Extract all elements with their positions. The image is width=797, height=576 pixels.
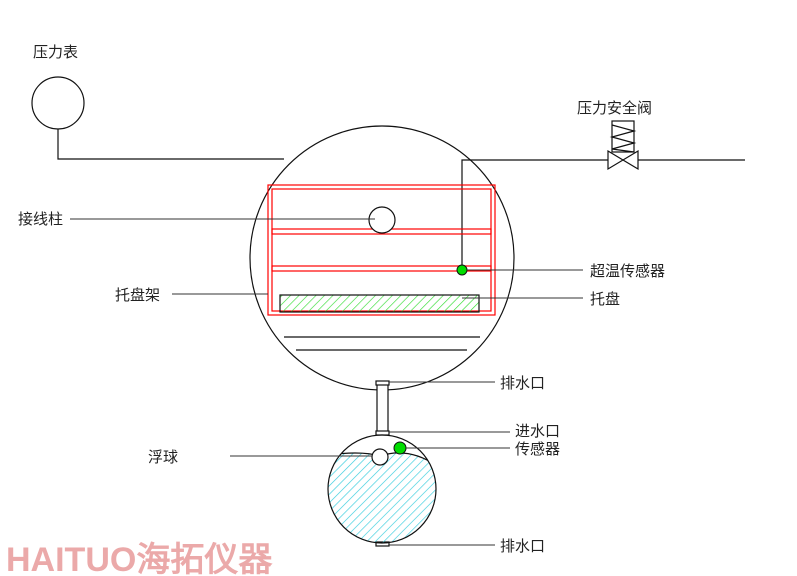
label-sensor: 传感器: [515, 440, 561, 458]
label-drain-lower: 排水口: [500, 537, 546, 555]
label-tray: 托盘: [590, 290, 621, 308]
label-drain-upper: 排水口: [500, 374, 546, 392]
level-sensor: [393, 441, 407, 455]
pressure-gauge: [31, 76, 85, 130]
label-pressure-gauge: 压力表: [33, 43, 79, 61]
gauge-pipe: [57, 129, 284, 160]
overtemp-sensor: [456, 264, 468, 276]
terminal-post: [368, 206, 396, 234]
overtemp-sensor-wire: [461, 159, 608, 268]
label-float-ball: 浮球: [148, 448, 179, 466]
label-safety-valve: 压力安全阀: [577, 99, 653, 117]
drain-pipe: [376, 383, 389, 435]
tray: [279, 294, 480, 313]
label-overtemp-sensor: 超温传感器: [590, 262, 666, 280]
float-ball: [371, 448, 389, 466]
watermark: HAITUO海拓仪器: [6, 541, 273, 576]
label-water-inlet: 进水口: [515, 422, 561, 440]
float-tank: [327, 434, 437, 544]
safety-valve: [607, 120, 639, 171]
label-terminal-post: 接线柱: [18, 210, 64, 228]
label-tray-rack: 托盘架: [115, 286, 161, 304]
